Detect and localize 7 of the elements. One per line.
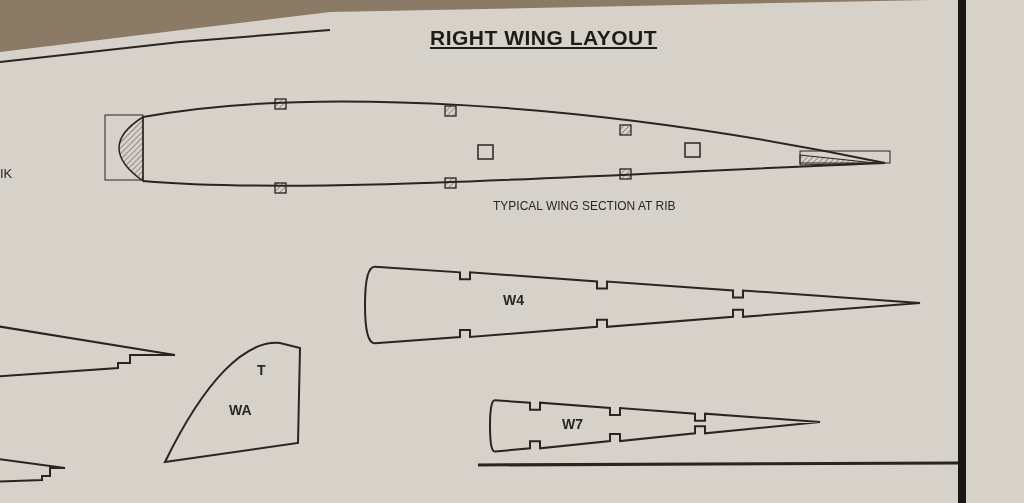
cut-off-label: IK [0, 166, 13, 181]
part-label: W7 [562, 416, 583, 432]
diagram-title: RIGHT WING LAYOUT [430, 26, 658, 50]
part-label: WA [229, 402, 252, 418]
part-label: T [257, 362, 266, 378]
section-caption: TYPICAL WING SECTION AT RIB [493, 199, 676, 213]
part-label: W4 [503, 292, 524, 308]
